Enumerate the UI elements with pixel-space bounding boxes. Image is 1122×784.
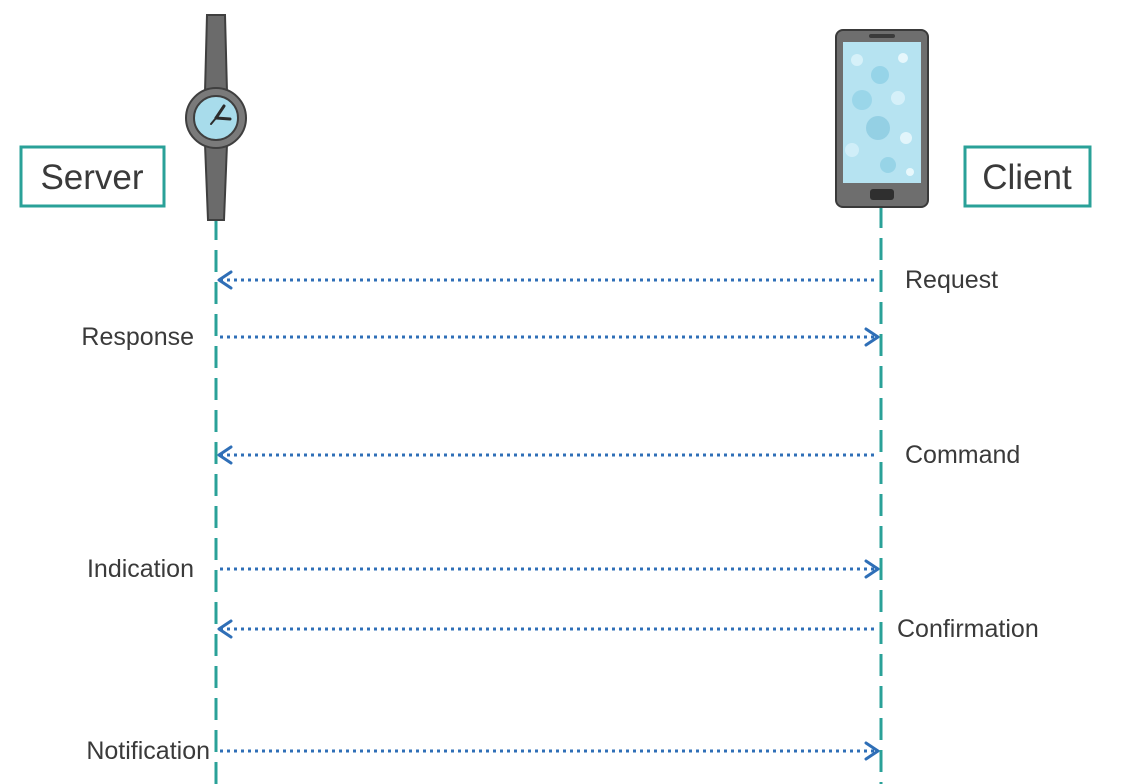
message-label: Request [905, 266, 998, 294]
arrow-head-icon [217, 619, 233, 639]
message-label: Response [81, 323, 194, 351]
message-label: Notification [86, 737, 210, 765]
arrow-head-icon [864, 741, 880, 761]
arrow-head-icon [217, 270, 233, 290]
message-request: Request [217, 266, 998, 294]
arrow-head-icon [217, 445, 233, 465]
message-response: Response [81, 323, 880, 351]
client-label-box: Client [963, 145, 1092, 208]
messages: RequestResponseCommandIndicationConfirma… [81, 266, 1038, 765]
client-label: Client [982, 158, 1072, 197]
server-label-box: Server [19, 145, 166, 208]
message-confirmation: Confirmation [217, 615, 1039, 643]
smartwatch-icon [185, 14, 247, 221]
message-command: Command [217, 441, 1020, 469]
message-indication: Indication [87, 555, 880, 583]
server-label: Server [40, 158, 143, 197]
arrow-head-icon [864, 327, 880, 347]
message-label: Indication [87, 555, 194, 583]
arrow-head-icon [864, 559, 880, 579]
smartphone-icon [835, 29, 929, 208]
message-notification: Notification [86, 737, 880, 765]
message-label: Confirmation [897, 615, 1039, 643]
message-label: Command [905, 441, 1020, 469]
